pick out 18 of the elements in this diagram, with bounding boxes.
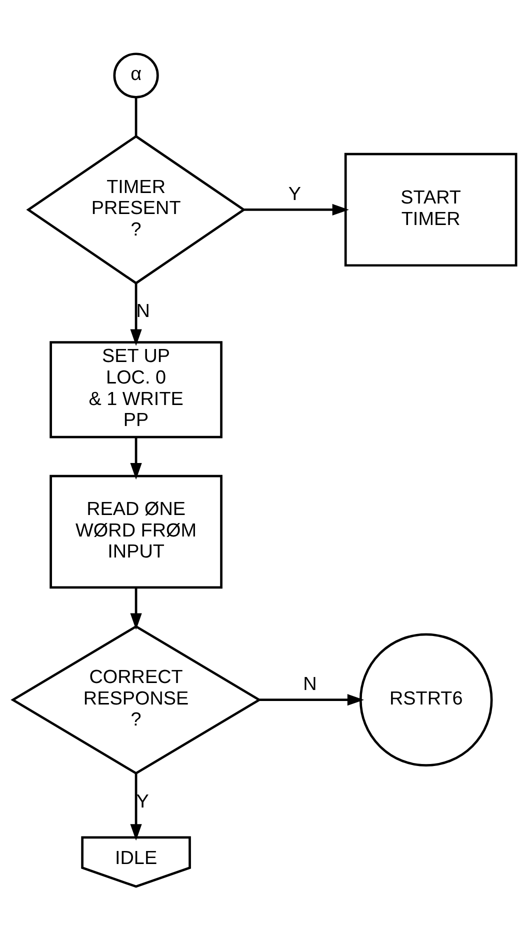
arrow: [130, 282, 142, 346]
arrow: [130, 773, 142, 840]
node-diamond: CORRECT RESPONSE ?: [10, 624, 262, 774]
arrow: [130, 436, 142, 480]
node-box: START TIMER: [344, 152, 518, 266]
node-box: READ ØNE WØRD FRØM INPUT: [50, 474, 222, 588]
node-circle: α: [113, 52, 159, 98]
node-box: SET UP LOC. 0 & 1 WRITE PP: [50, 340, 222, 438]
arrow: [244, 203, 349, 216]
edge-label: N: [303, 674, 317, 695]
arrow: [259, 694, 364, 706]
arrow: [130, 587, 142, 630]
connector: [134, 96, 138, 136]
edge-label: N: [136, 300, 150, 322]
edge-label: Y: [288, 184, 302, 205]
edge-label: Y: [136, 790, 149, 812]
node-circle: RSTRT6: [359, 632, 493, 766]
node-diamond: TIMER PRESENT ?: [26, 134, 246, 284]
